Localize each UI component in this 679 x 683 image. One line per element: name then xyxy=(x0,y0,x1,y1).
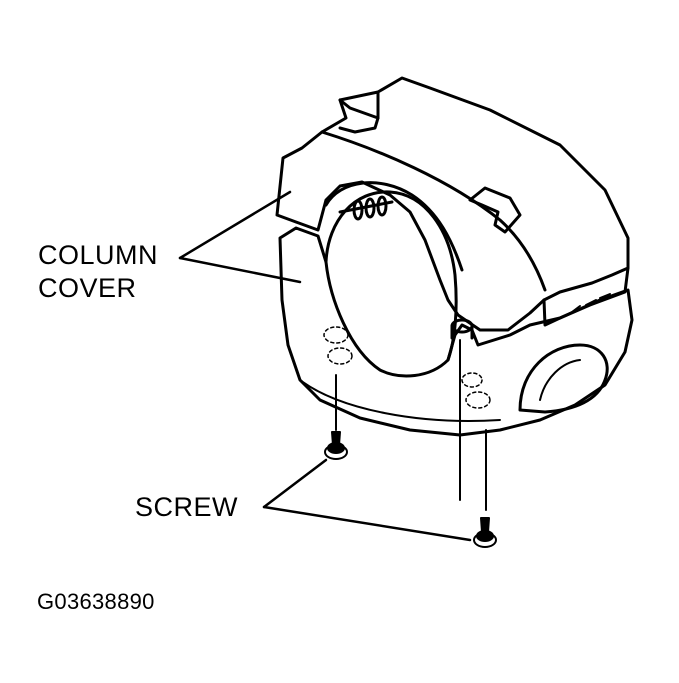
upper-cover-step xyxy=(542,266,630,327)
upper-cover-notch xyxy=(468,186,522,234)
screw-boss-side xyxy=(450,324,474,340)
upper-cover-sweep xyxy=(320,130,547,292)
leader-to-left-screw xyxy=(262,458,328,509)
right-bore-inner xyxy=(539,359,581,401)
right-bore-opening xyxy=(518,343,609,414)
upper-cover-outline xyxy=(275,76,630,332)
screw-axis-lines xyxy=(335,339,487,511)
upper-cover-inner-arc xyxy=(324,181,464,272)
upper-cover-top-ridge xyxy=(338,98,380,134)
lower-cover-outline xyxy=(278,226,634,437)
screw-label: SCREW xyxy=(135,492,238,522)
spring-coils xyxy=(338,195,394,221)
lower-cover-bore xyxy=(324,190,458,362)
upper-column-cover xyxy=(275,76,630,332)
column-cover-label-line1: COLUMN xyxy=(38,240,159,270)
column-cover-label-line2: COVER xyxy=(38,273,137,303)
figure-code: G03638890 xyxy=(37,589,155,614)
leader-to-lower-cover xyxy=(178,256,302,284)
lower-cover-bottom-edge xyxy=(299,379,501,422)
screw-right xyxy=(473,517,497,548)
screw-left xyxy=(324,431,348,460)
leader-to-upper-cover xyxy=(178,190,292,260)
screw-leaders xyxy=(262,458,472,542)
leader-to-right-screw xyxy=(262,505,472,542)
lower-column-cover xyxy=(278,190,634,437)
column-cover-leaders xyxy=(178,190,302,284)
hidden-bosses xyxy=(323,326,491,409)
